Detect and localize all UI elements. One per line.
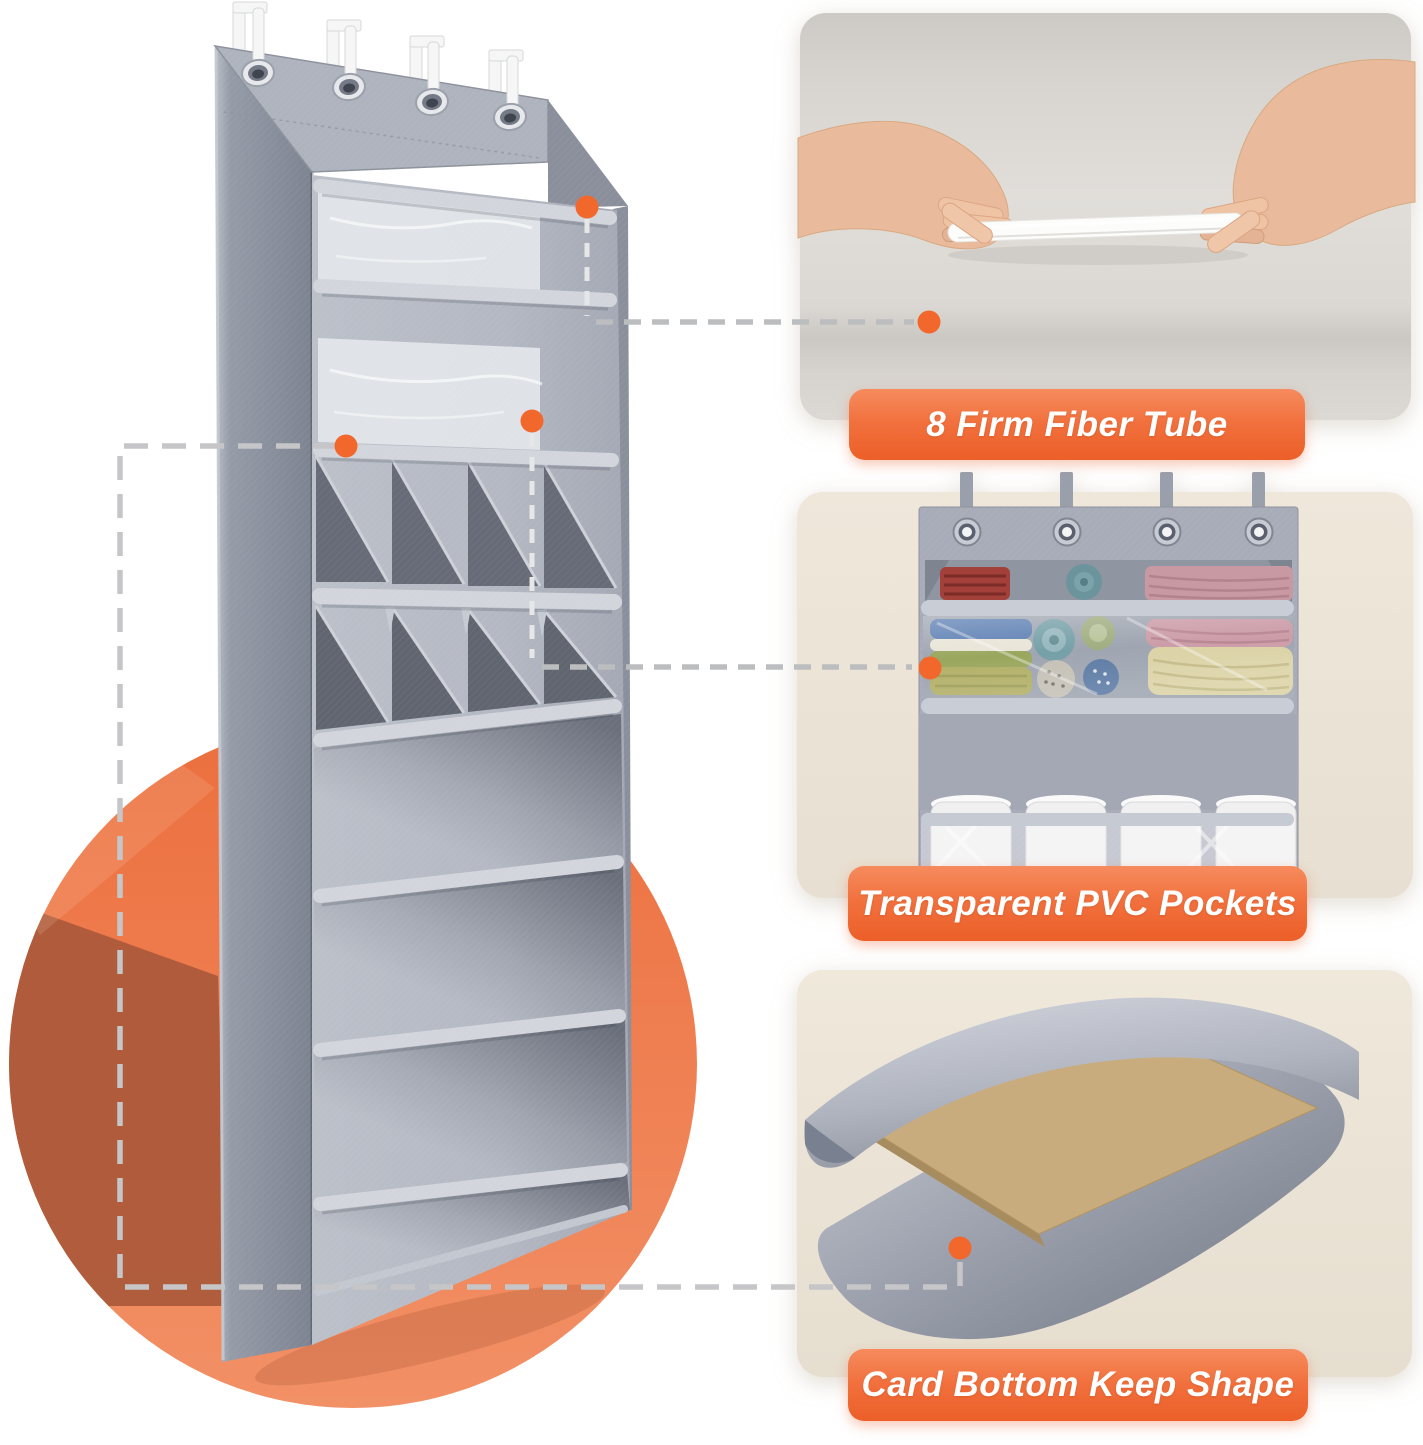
callout-label-fiber-tube: 8 Firm Fiber Tube xyxy=(849,389,1305,460)
mid-band xyxy=(919,714,1298,810)
grommet-icon xyxy=(1152,517,1182,547)
grommet-icon xyxy=(1052,517,1082,547)
towel-shelf-top xyxy=(925,560,1293,602)
grommet-icon xyxy=(332,72,366,102)
hands-stretching-tube-photo xyxy=(797,13,1416,420)
grommet-icon xyxy=(1244,517,1274,547)
callout-card-card-bottom xyxy=(797,968,1414,1380)
pocket-rail xyxy=(921,600,1294,616)
callout-label-pvc-pockets: Transparent PVC Pockets xyxy=(848,866,1307,941)
pvc-towel-shelf xyxy=(923,616,1294,698)
right-thumb xyxy=(1207,210,1261,253)
filled-organizer-photo xyxy=(797,472,1413,898)
pocket-rail xyxy=(921,698,1294,714)
left-thumb xyxy=(941,202,993,244)
callout-card-fiber-tube xyxy=(797,10,1416,425)
grommets xyxy=(241,58,527,132)
grommet-icon xyxy=(952,517,982,547)
grommet-icon xyxy=(493,102,527,132)
grommet-icon xyxy=(241,58,275,88)
layered-materials-photo xyxy=(797,970,1412,1377)
callout-label-card-bottom: Card Bottom Keep Shape xyxy=(848,1349,1308,1421)
callout-card-pvc-pockets xyxy=(797,468,1414,900)
grommet-icon xyxy=(415,87,449,117)
